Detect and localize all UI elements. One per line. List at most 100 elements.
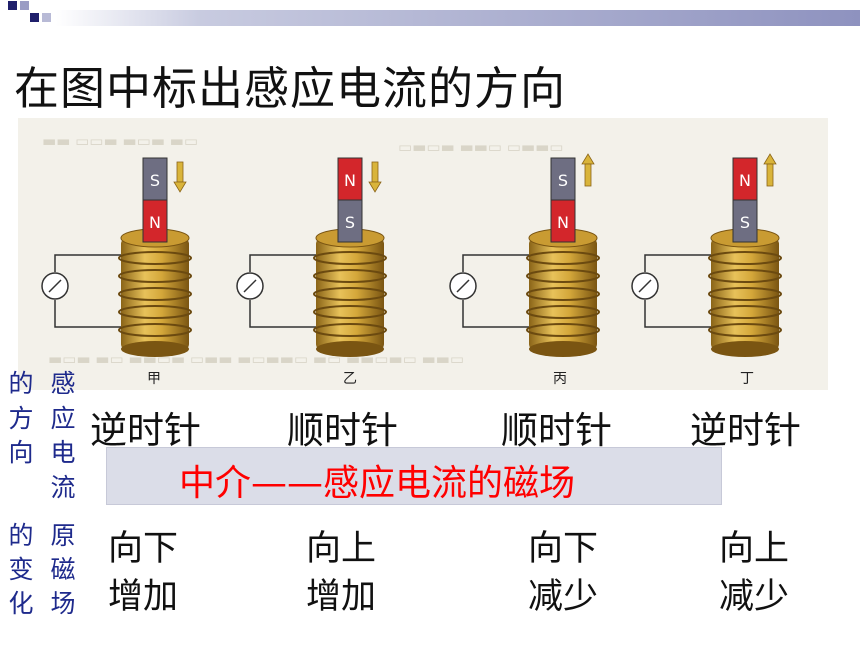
circuit-wire (54, 300, 121, 328)
coil-winding (708, 323, 782, 337)
coil-winding (313, 287, 387, 301)
coil-winding (313, 269, 387, 283)
coil-winding (526, 269, 600, 283)
coil-base (121, 341, 189, 357)
decor-square (42, 13, 51, 22)
page-title: 在图中标出感应电流的方向 (14, 62, 567, 115)
current-label-char: 方 (8, 404, 34, 433)
mediator-text: 中介——感应电流的磁场 (179, 463, 576, 504)
coil-winding (708, 269, 782, 283)
current-direction: 顺时针 (501, 409, 612, 452)
magnet-pole-label: N (149, 213, 161, 232)
current-direction: 逆时针 (90, 409, 201, 452)
magnet-pole-label: S (345, 213, 355, 232)
field-label-char: 化 (8, 589, 34, 618)
current-direction: 顺时针 (287, 409, 398, 452)
figure-caption: 丙 (553, 371, 567, 387)
magnet-bottom-pole (142, 199, 168, 243)
field-direction: 向上 (306, 529, 377, 569)
coil-winding (313, 251, 387, 265)
current-label-char: 电 (50, 438, 76, 467)
motion-arrow-up-icon (584, 163, 592, 187)
field-change: 增加 (108, 577, 179, 617)
galvanometer-needle (48, 279, 62, 293)
field-label-char: 磁 (50, 555, 76, 584)
magnet-top-pole (142, 157, 168, 201)
decor-square (20, 1, 29, 10)
coil-base (711, 341, 779, 357)
coil-winding (526, 287, 600, 301)
current-label-char: 向 (8, 438, 34, 467)
motion-arrow-up-icon (766, 163, 774, 187)
motion-arrow-up-icon (763, 153, 777, 165)
coil-winding (118, 305, 192, 319)
coil-winding (708, 305, 782, 319)
faint-background-text: ▭▬▭▬ ▬▬▭ ▭▬▬▭ (398, 138, 564, 156)
magnet-pole-label: N (557, 213, 569, 232)
faint-background-text: ▬▬ ▭▭▬ ▬▭▬ ▬▭ (42, 132, 199, 150)
circuit-wire (644, 254, 711, 272)
coil-base (529, 341, 597, 357)
decor-square (30, 13, 39, 22)
field-label-char: 原 (50, 521, 76, 550)
figure-caption: 甲 (147, 371, 161, 387)
current-label-char: 应 (50, 404, 76, 433)
current-label-char: 流 (50, 473, 76, 502)
coil-winding (526, 323, 600, 337)
magnet-pole-label: S (150, 171, 160, 190)
coil-winding (118, 269, 192, 283)
magnet-pole-label: S (558, 171, 568, 190)
magnet-bottom-pole (337, 199, 363, 243)
title-bar-gradient (56, 10, 860, 26)
circuit-wire (249, 300, 316, 328)
field-direction: 向下 (528, 529, 599, 569)
coil-base (316, 341, 384, 357)
coil-winding (526, 251, 600, 265)
magnet-pole-label: S (740, 213, 750, 232)
field-change: 减少 (528, 577, 599, 617)
coil-winding (313, 305, 387, 319)
circuit-wire (462, 254, 529, 272)
coil-body (529, 238, 597, 350)
coil-winding (708, 287, 782, 301)
current-label-char: 感 (50, 369, 76, 398)
coil-winding (708, 251, 782, 265)
coil-winding (313, 323, 387, 337)
galvanometer-needle (456, 279, 470, 293)
coil-body (711, 238, 779, 350)
magnet-top-pole (337, 157, 363, 201)
decor-square (8, 1, 17, 10)
field-change: 增加 (306, 577, 377, 617)
coil-body (316, 238, 384, 350)
field-label-char: 变 (8, 555, 34, 584)
coil-winding (526, 305, 600, 319)
magnet-top-pole (732, 157, 758, 201)
magnet-top-pole (550, 157, 576, 201)
galvanometer-needle (638, 279, 652, 293)
field-change: 减少 (719, 577, 790, 617)
coil-winding (118, 323, 192, 337)
magnet-pole-label: N (344, 171, 356, 190)
circuit-wire (54, 254, 121, 272)
motion-arrow-down-icon (371, 161, 379, 183)
title-bar-decoration (0, 0, 860, 26)
mediator-band: 中介——感应电流的磁场 (106, 447, 722, 505)
circuit-wire (462, 300, 529, 328)
circuit-wire (249, 254, 316, 272)
field-label-char: 的 (8, 521, 34, 550)
galvanometer-needle (243, 279, 257, 293)
field-direction: 向下 (108, 529, 179, 569)
current-label-char: 的 (8, 369, 34, 398)
motion-arrow-down-icon (368, 181, 382, 193)
field-label-char: 场 (50, 589, 76, 618)
figure-caption: 乙 (343, 371, 357, 387)
magnet-pole-label: N (739, 171, 751, 190)
motion-arrow-up-icon (581, 153, 595, 165)
motion-arrow-down-icon (173, 181, 187, 193)
figure-caption: 丁 (740, 371, 754, 387)
coil-body (121, 238, 189, 350)
field-direction: 向上 (719, 529, 790, 569)
magnet-bottom-pole (732, 199, 758, 243)
motion-arrow-down-icon (176, 161, 184, 183)
